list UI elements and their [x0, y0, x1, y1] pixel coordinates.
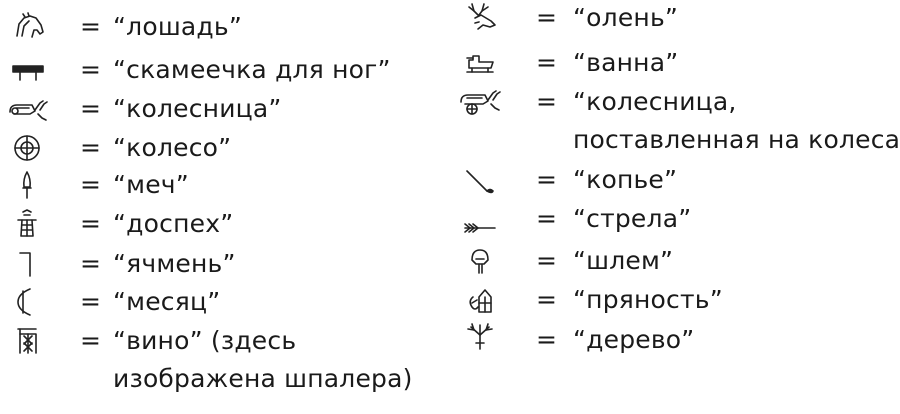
meaning-text: “месяц”	[113, 287, 221, 316]
equals-sign: =	[80, 209, 101, 238]
equals-sign: =	[536, 165, 557, 194]
deer-head-icon	[463, 3, 499, 33]
moon-icon	[10, 287, 46, 317]
equals-sign: =	[80, 94, 101, 123]
chariot-icon	[8, 94, 50, 124]
meaning-text-continued: изображена шпалера)	[113, 364, 413, 393]
meaning-text: “колесница,	[573, 87, 737, 116]
meaning-text: “доспех”	[113, 209, 234, 238]
entry-sword: = “меч”	[10, 170, 440, 204]
tree-icon	[463, 321, 499, 351]
helmet-icon	[463, 246, 499, 276]
entry-wheel: = “колесо”	[10, 133, 440, 167]
spice-icon	[463, 285, 499, 315]
sword-icon	[10, 170, 46, 200]
equals-sign: =	[80, 326, 101, 355]
meaning-text: “ячмень”	[113, 249, 236, 278]
meaning-text: “стрела”	[573, 204, 692, 233]
entry-horse: = “лошадь”	[10, 12, 440, 46]
meaning-text: “олень”	[573, 3, 679, 32]
chariot-with-wheels-icon	[459, 87, 503, 117]
meaning-text: “пряность”	[573, 285, 723, 314]
entry-chariot-wheels: = “колесница, поставленная на колеса”	[460, 87, 900, 163]
equals-sign: =	[536, 285, 557, 314]
equals-sign: =	[536, 246, 557, 275]
wheel-icon	[10, 133, 46, 163]
entry-spear: = “копье”	[463, 165, 893, 199]
meaning-text: “дерево”	[573, 325, 695, 354]
footstool-icon	[10, 55, 46, 85]
equals-sign: =	[80, 170, 101, 199]
bathtub-icon	[463, 48, 499, 78]
equals-sign: =	[80, 249, 101, 278]
armor-icon	[10, 209, 46, 239]
equals-sign: =	[80, 133, 101, 162]
entry-spice: = “пряность”	[463, 285, 893, 319]
meaning-text: “копье”	[573, 165, 678, 194]
entry-arrow: = “стрела”	[463, 204, 893, 238]
horse-head-icon	[10, 12, 46, 42]
meaning-text: “лошадь”	[113, 12, 242, 41]
meaning-text: “колесница”	[113, 94, 282, 123]
equals-sign: =	[80, 12, 101, 41]
meaning-text: “колесо”	[113, 133, 232, 162]
entry-bathtub: = “ванна”	[463, 48, 893, 82]
meaning-text-continued: поставленная на колеса”	[573, 125, 900, 154]
entry-wine: = “вино” (здесь изображена шпалера)	[10, 326, 440, 402]
entry-chariot: = “колесница”	[8, 94, 440, 128]
entry-armor: = “доспех”	[10, 209, 440, 243]
meaning-text: “шлем”	[573, 246, 674, 275]
entry-deer: = “олень”	[463, 3, 893, 37]
equals-sign: =	[536, 204, 557, 233]
barley-icon	[10, 249, 46, 279]
meaning-text: “ванна”	[573, 48, 679, 77]
wine-trellis-icon	[10, 326, 46, 356]
equals-sign: =	[536, 87, 557, 116]
equals-sign: =	[80, 55, 101, 84]
entry-helmet: = “шлем”	[463, 246, 893, 280]
equals-sign: =	[536, 3, 557, 32]
entry-footstool: = “скамеечка для ног”	[10, 55, 440, 89]
equals-sign: =	[536, 48, 557, 77]
equals-sign: =	[80, 287, 101, 316]
arrow-icon	[463, 210, 499, 240]
entry-barley: = “ячмень”	[10, 249, 440, 283]
equals-sign: =	[536, 325, 557, 354]
entry-tree: = “дерево”	[463, 323, 893, 359]
meaning-text: “скамеечка для ног”	[113, 55, 391, 84]
meaning-text: “меч”	[113, 170, 189, 199]
spear-icon	[463, 167, 499, 197]
meaning-text: “вино” (здесь	[113, 326, 297, 355]
entry-moon: = “месяц”	[10, 287, 440, 321]
